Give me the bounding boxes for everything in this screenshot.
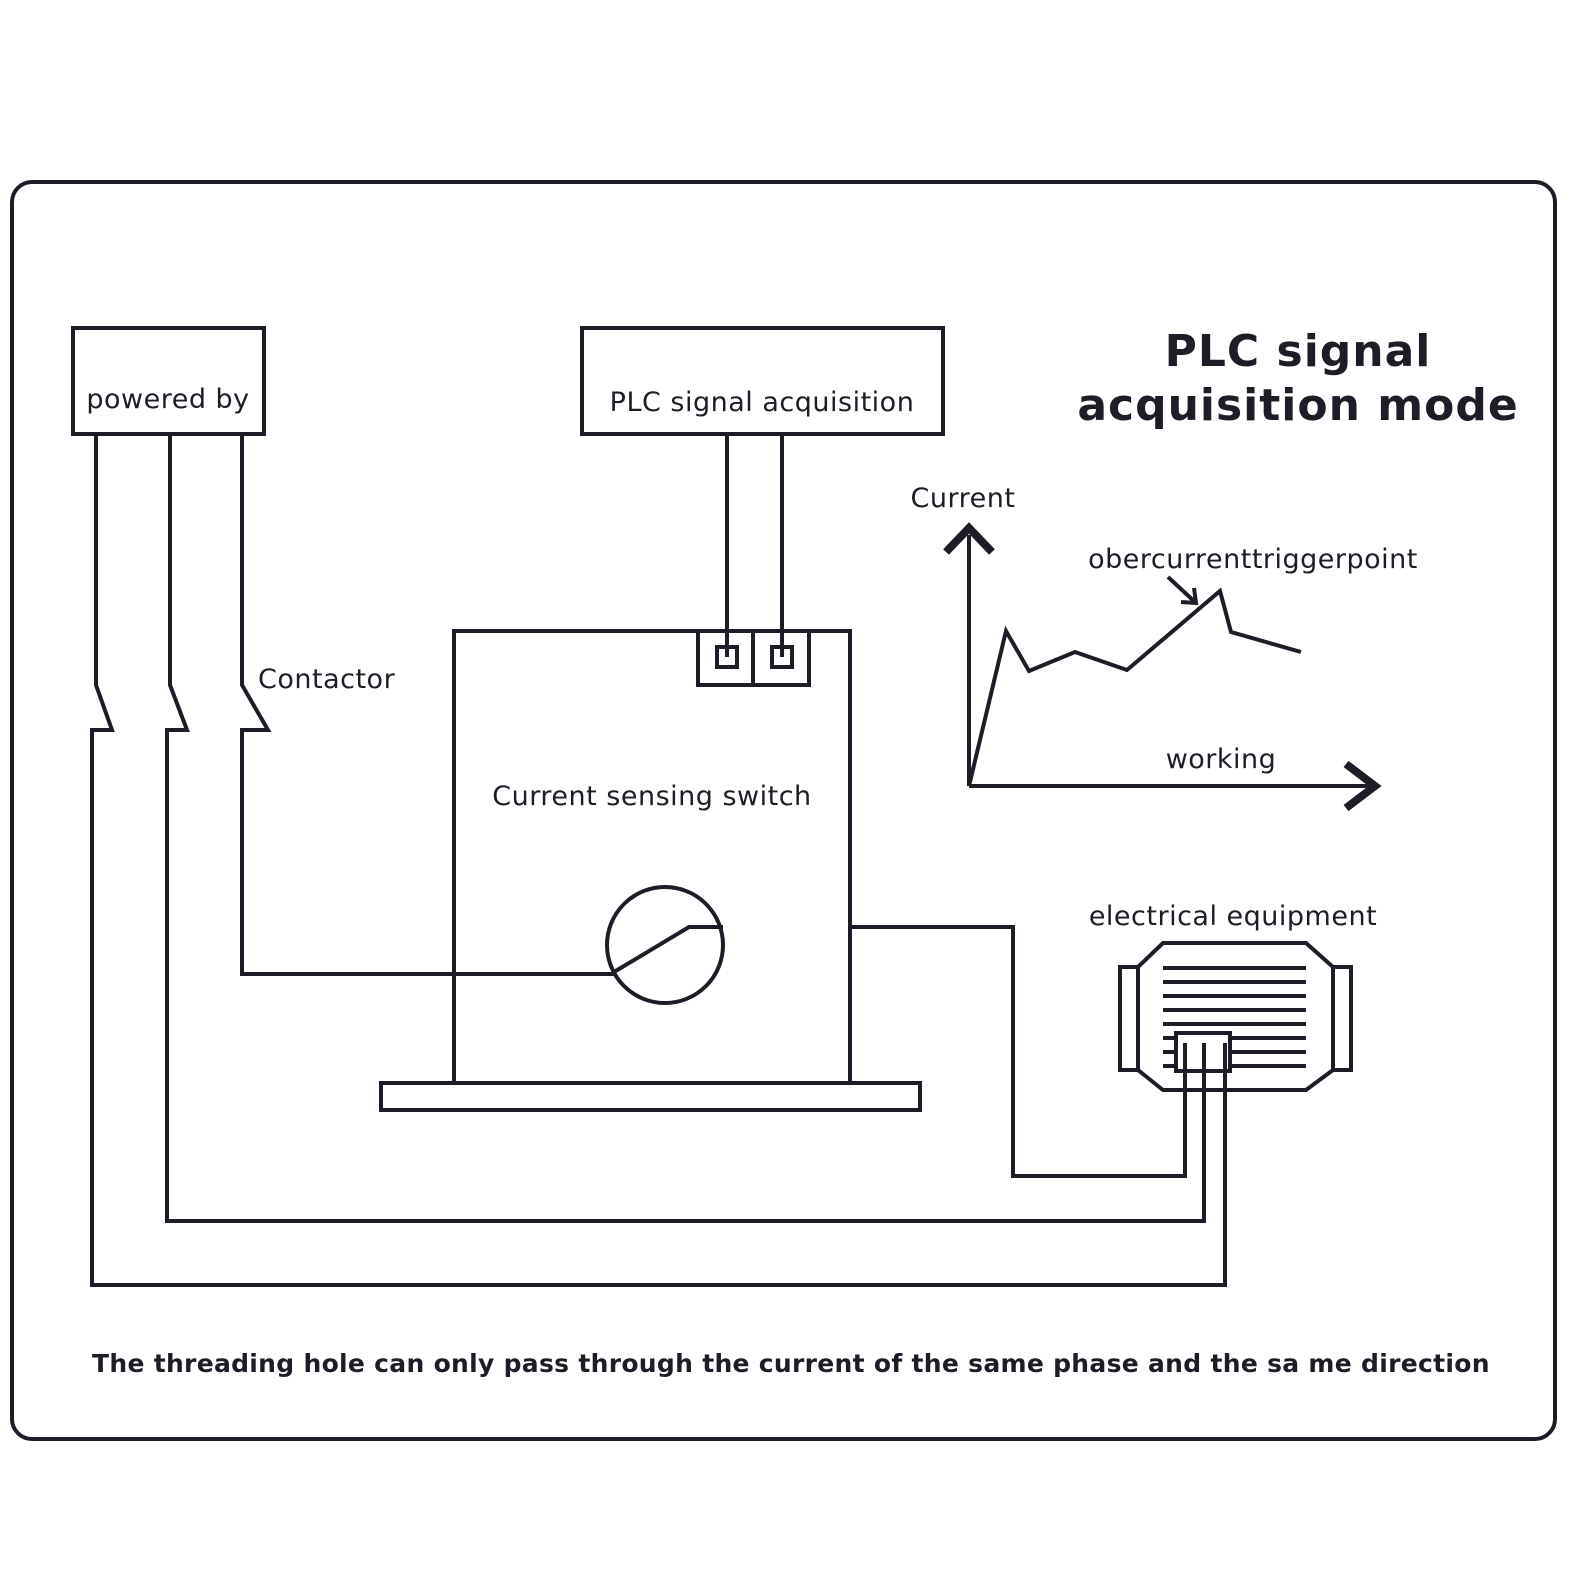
threading-hole xyxy=(605,885,725,1005)
motor-end-cap-right xyxy=(1331,965,1353,1072)
graph-x-axis-arrowhead xyxy=(1343,760,1382,812)
diagram-title-line-2: acquisition mode xyxy=(1077,380,1518,431)
terminal-right xyxy=(770,645,794,669)
threading-hole-switch-symbol xyxy=(612,925,723,974)
phase-wire-2 xyxy=(165,434,1206,1223)
terminal-left xyxy=(715,645,739,669)
plc-label: PLC signal acquisition xyxy=(610,387,915,418)
motor-end-cap-left xyxy=(1118,965,1140,1072)
diagram-title-line-1: PLC signal xyxy=(1165,326,1432,377)
current-graph: Current working obercurrenttriggerpoint xyxy=(911,483,1418,812)
outer-frame xyxy=(10,180,1557,1441)
graph-y-axis-arrowhead xyxy=(943,522,995,555)
phase-wire-1 xyxy=(90,434,1227,1287)
power-supply-box xyxy=(71,326,266,436)
power-supply-label: powered by xyxy=(86,384,249,415)
motor-terminal-box xyxy=(1174,1031,1232,1073)
plc-box xyxy=(580,326,945,436)
graph-x-axis-label: working xyxy=(1166,744,1277,775)
trigger-arrow-head xyxy=(1180,587,1199,606)
graph-current-line xyxy=(967,587,1302,787)
trigger-arrow-shaft xyxy=(1166,575,1198,605)
graph-y-axis-label: Current xyxy=(911,483,1016,514)
equipment-label: electrical equipment xyxy=(1089,901,1377,932)
phase-wire-3 xyxy=(240,434,614,976)
sensing-switch-housing xyxy=(452,629,852,1083)
switch-to-equipment-wire xyxy=(850,925,1187,1178)
contactor-label: Contactor xyxy=(258,664,396,695)
footnote: The threading hole can only pass through… xyxy=(92,1349,1490,1378)
motor-cooling-fins xyxy=(1163,966,1306,1068)
sensing-switch-base xyxy=(379,1081,922,1112)
graph-trigger-label: obercurrenttriggerpoint xyxy=(1088,544,1418,575)
sensing-switch-label: Current sensing switch xyxy=(492,781,811,812)
